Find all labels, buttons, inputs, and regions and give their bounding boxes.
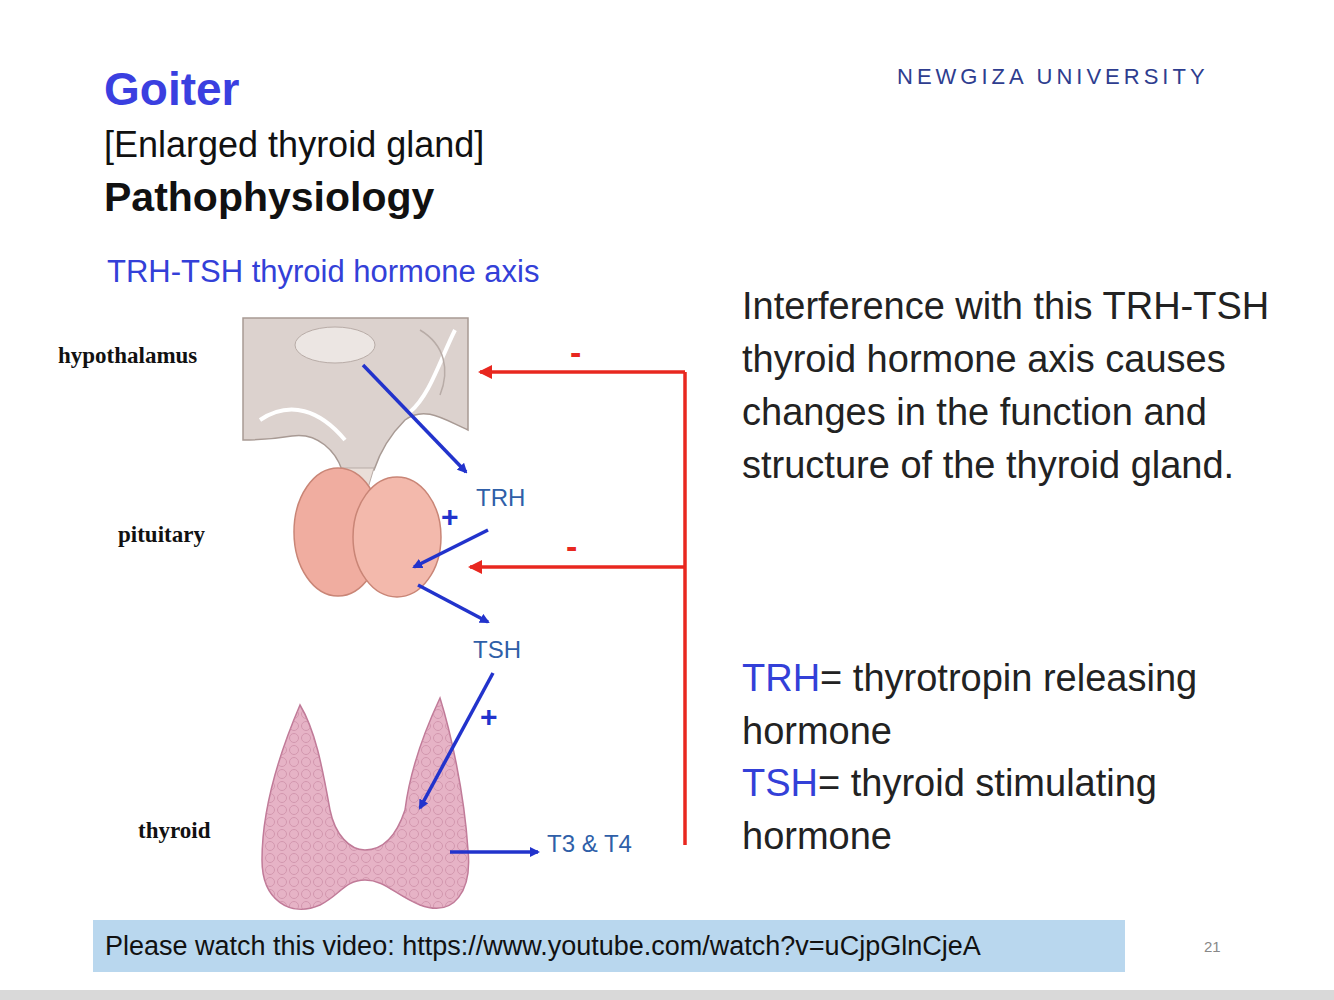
footer-bar <box>0 990 1334 1000</box>
thyroid-drawing <box>262 698 469 909</box>
definition-line: TSH= thyroid stimulating hormone <box>742 757 1287 863</box>
slide-title: Goiter <box>104 62 239 116</box>
hormone-label: TRH <box>476 484 525 512</box>
stimulation-sign: + <box>480 700 498 734</box>
stimulation-sign: + <box>441 500 459 534</box>
abbreviation: TRH <box>742 657 820 699</box>
inhibition-sign: - <box>566 527 577 566</box>
stimulation-arrows <box>363 365 538 852</box>
subtitle: [Enlarged thyroid gland] <box>104 124 484 166</box>
organ-label: thyroid <box>138 818 210 844</box>
hypothalamus-drawing <box>243 318 468 470</box>
definition-line: TRH= thyrotropin releasing hormone <box>742 652 1287 758</box>
abbreviation: TSH <box>742 762 818 804</box>
body-text: Interference with this TRH-TSH thyroid h… <box>742 280 1287 492</box>
feedback-lines <box>470 372 685 845</box>
band-text: Please watch this video: https://www.you… <box>105 930 1113 962</box>
section-heading: Pathophysiology <box>104 174 434 221</box>
pituitary-drawing <box>294 468 441 597</box>
organ-label: pituitary <box>118 522 205 548</box>
video-band: Please watch this video: https://www.you… <box>93 920 1125 972</box>
hormone-label: T3 & T4 <box>547 830 632 858</box>
page-number: 21 <box>1204 938 1221 955</box>
organ-label: hypothalamus <box>58 343 197 369</box>
university-name: NEWGIZA UNIVERSITY <box>897 64 1209 90</box>
figure-heading: TRH-TSH thyroid hormone axis <box>107 254 539 290</box>
hormone-label: TSH <box>473 636 521 664</box>
inhibition-sign: - <box>570 333 581 372</box>
